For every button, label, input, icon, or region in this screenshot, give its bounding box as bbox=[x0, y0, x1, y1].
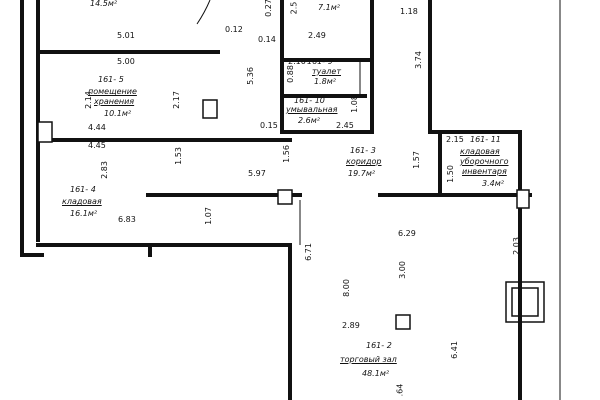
window-frame bbox=[505, 281, 545, 323]
window-frame bbox=[511, 287, 539, 317]
room-area: 19.7м² bbox=[348, 169, 376, 178]
dimension-label: 4.45 bbox=[88, 141, 106, 150]
dimension-label: 6.29 bbox=[398, 229, 416, 238]
room-name: помещение bbox=[88, 87, 137, 96]
dimension-label: 1.18 bbox=[400, 7, 418, 16]
dimension-label: 3.74 bbox=[413, 51, 423, 69]
dimension-label: 5.36 bbox=[245, 67, 255, 85]
room-name: туалет bbox=[312, 67, 341, 76]
dimension-label: 4.44 bbox=[88, 123, 106, 132]
room-name: инвентаря bbox=[462, 167, 507, 176]
room-area: 14.5м² bbox=[90, 0, 118, 8]
dimension-label: 1.08 bbox=[349, 95, 359, 113]
room-area: 48.1м² bbox=[362, 369, 390, 378]
room-area: 2.6м² bbox=[298, 116, 320, 125]
column bbox=[277, 189, 293, 205]
room-area: 1.8м² bbox=[314, 77, 336, 86]
dimension-label: 6.83 bbox=[118, 215, 136, 224]
room-area: 10.1м² bbox=[104, 109, 132, 118]
dimension-label: 2.15 bbox=[446, 135, 464, 144]
dimension-label: 0.88 bbox=[285, 65, 295, 83]
wall bbox=[20, 0, 44, 257]
room-name: кладовая bbox=[62, 197, 102, 206]
dimension-label: 2.14 bbox=[83, 91, 93, 109]
wall bbox=[36, 243, 292, 400]
wall bbox=[428, 130, 442, 194]
dimension-label: 2.45 bbox=[336, 121, 354, 130]
column bbox=[202, 99, 218, 119]
room-name: кладовая bbox=[460, 147, 500, 156]
dimension-label: 2.10 bbox=[288, 57, 306, 66]
dimension-label: .64 bbox=[395, 383, 405, 397]
dimension-label: 2.17 bbox=[171, 91, 181, 109]
dimension-label: 5.00 bbox=[117, 57, 135, 66]
door-arc bbox=[196, 0, 211, 25]
room-number: 161- 10 bbox=[294, 96, 325, 105]
dimension-label: 0.14 bbox=[258, 35, 276, 44]
room-area: 16.1м² bbox=[70, 209, 98, 218]
dimension-label: 1.07 bbox=[203, 207, 213, 225]
room-area: 7.1м² bbox=[318, 3, 340, 12]
dimension-label: 3.00 bbox=[397, 261, 407, 279]
room-number: 161- 4 bbox=[70, 185, 96, 194]
room-number: 161- 5 bbox=[98, 75, 124, 84]
room-area: 3.4м² bbox=[482, 179, 504, 188]
dimension-label: 5.01 bbox=[117, 31, 135, 40]
room-number: 161- 3 bbox=[350, 146, 376, 155]
room-number: 161- 9 bbox=[307, 57, 333, 66]
column bbox=[37, 121, 53, 143]
dimension-label: 5.97 bbox=[248, 169, 266, 178]
dimension-label: 0.12 bbox=[225, 25, 243, 34]
room-name: торговый зал bbox=[340, 355, 397, 364]
dimension-label: 1.50 bbox=[445, 165, 455, 183]
dimension-label: 2.89 bbox=[342, 321, 360, 330]
room-number: 161- 2 bbox=[366, 341, 392, 350]
dimension-label: 2.83 bbox=[99, 161, 109, 179]
dimension-label: 2.03 bbox=[511, 237, 521, 255]
room-name: хранения bbox=[94, 97, 135, 106]
dimension-label: 2.5 bbox=[289, 1, 299, 15]
room-number: 161- 11 bbox=[470, 135, 501, 144]
dimension-label: 6.41 bbox=[449, 341, 459, 359]
dimension-label: 1.57 bbox=[411, 151, 421, 169]
column bbox=[516, 189, 530, 209]
dimension-label: 0.15 bbox=[260, 121, 278, 130]
dimension-label: 6.71 bbox=[303, 243, 313, 261]
column bbox=[395, 314, 411, 330]
dimension-label: 1.53 bbox=[173, 147, 183, 165]
dimension-label: 2.49 bbox=[308, 31, 326, 40]
dimension-label: 8.00 bbox=[341, 279, 351, 297]
room-name: уборочного bbox=[460, 157, 509, 166]
dimension-label: 0.27 bbox=[263, 0, 273, 17]
room-name: умывальная bbox=[286, 105, 338, 114]
dimension-label: 1.56 bbox=[281, 145, 291, 163]
room-name: коридор bbox=[346, 157, 382, 166]
